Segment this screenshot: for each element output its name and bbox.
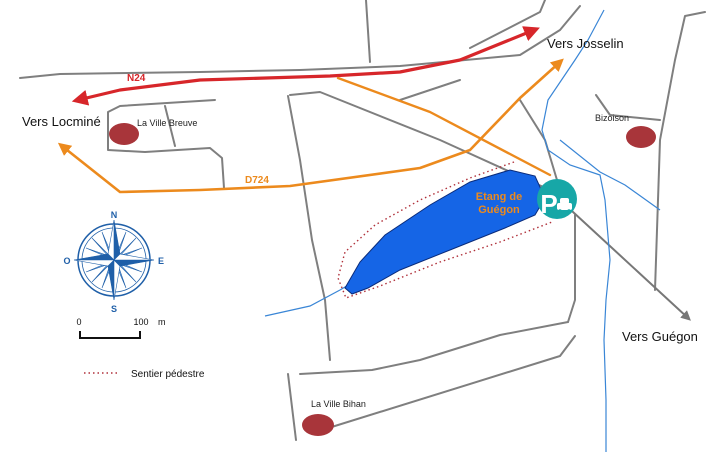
minor-road-central	[399, 79, 461, 101]
pond-guegon	[344, 169, 546, 295]
place-label-bizoison: Bizoison	[595, 113, 629, 123]
minor-road-bizoison	[595, 94, 661, 121]
direction-josselin: Vers Josselin	[547, 36, 624, 51]
compass-east: E	[158, 256, 164, 266]
pond-label-line2: Guégon	[478, 204, 520, 216]
minor-road-south-diagonal	[299, 321, 569, 375]
minor-roads	[19, 0, 706, 441]
scale-bar: 0 100 m	[76, 317, 166, 339]
road-n24	[71, 26, 540, 106]
compass-west: O	[63, 256, 70, 266]
compass-main-points	[73, 219, 155, 301]
pond-label-line1: Etang de	[476, 191, 522, 203]
road-label-n24: N24	[127, 73, 146, 84]
place-bizoison: Bizoison	[595, 113, 656, 148]
river-main	[541, 9, 611, 452]
place-marker-ville-breuve	[109, 123, 139, 145]
scale-line	[79, 331, 141, 339]
place-marker-ville-bihan	[302, 414, 334, 436]
legend-trail-label: Sentier pédestre	[131, 369, 205, 380]
minor-road-southwest	[287, 373, 297, 441]
car-icon	[557, 198, 572, 213]
direction-guegon: Vers Guégon	[622, 329, 698, 344]
road-d724	[57, 58, 564, 194]
direction-locmine: Vers Locminé	[22, 114, 101, 129]
legend: Sentier pédestre	[84, 369, 205, 380]
parking-marker[interactable]: P	[537, 179, 577, 219]
place-label-ville-bihan: La Ville Bihan	[311, 399, 366, 409]
compass-rose: N S E O	[63, 210, 164, 314]
place-ville-bihan: La Ville Bihan	[302, 399, 366, 436]
scale-unit: m	[158, 317, 166, 327]
minor-road-south	[567, 214, 576, 323]
parking-symbol: P	[540, 189, 557, 219]
minor-road-east-vertical	[654, 11, 706, 291]
road-d724-branch	[336, 76, 552, 177]
road-label-d724: D724	[245, 175, 269, 186]
place-label-ville-breuve: La Ville Breuve	[137, 118, 197, 128]
river-west	[264, 283, 351, 317]
compass-north: N	[111, 210, 118, 220]
compass-south: S	[111, 304, 117, 314]
river-branch	[559, 139, 661, 211]
minor-road-top	[19, 5, 581, 79]
place-ville-breuve: La Ville Breuve	[109, 118, 197, 145]
minor-road-north	[365, 0, 371, 63]
minor-road-west	[287, 95, 331, 361]
scale-end: 100	[133, 317, 148, 327]
scale-start: 0	[76, 317, 81, 327]
main-roads	[57, 26, 564, 194]
place-marker-bizoison	[626, 126, 656, 148]
minor-road-ville-bihan	[321, 335, 576, 431]
road-to-guegon	[559, 199, 691, 321]
